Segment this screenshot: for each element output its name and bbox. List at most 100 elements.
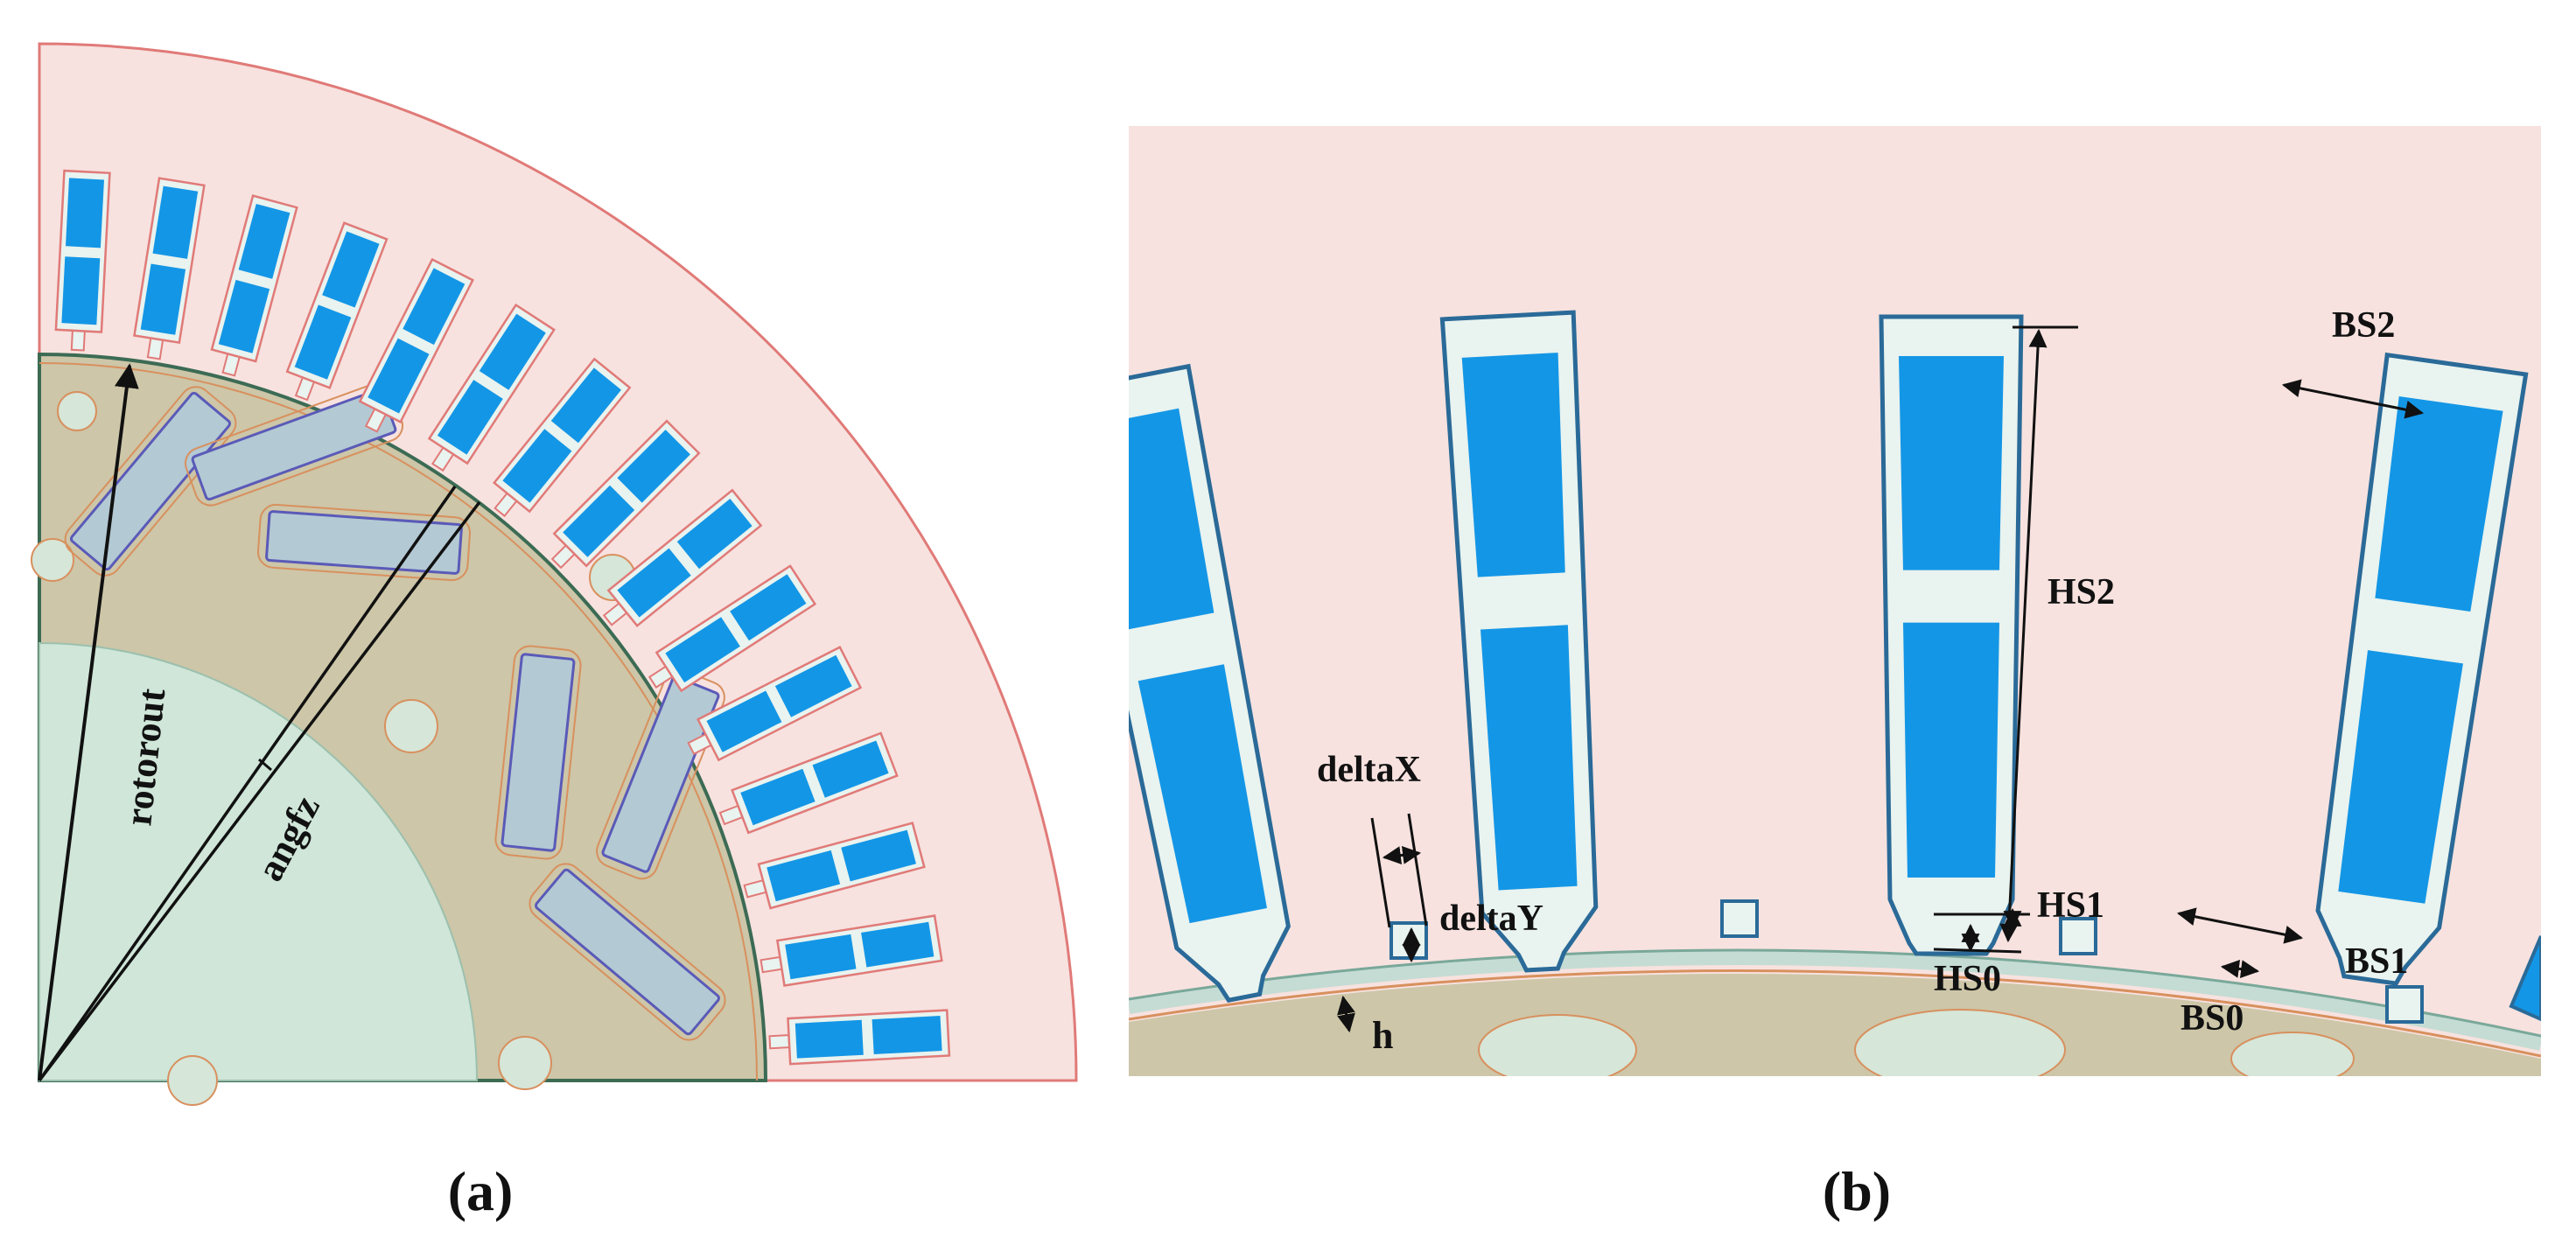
rotor-duct <box>498 1036 552 1090</box>
coil-lower <box>794 1019 864 1059</box>
rotor-duct <box>2230 1032 2355 1076</box>
h-label: h <box>1372 1014 1393 1057</box>
bs0-label: BS0 <box>2180 998 2244 1039</box>
coil-upper <box>730 574 807 641</box>
permanent-magnet <box>601 675 720 873</box>
coil-lower <box>740 768 816 826</box>
stator-slot <box>768 1009 951 1066</box>
slot-opening <box>760 955 783 974</box>
caption-b: (b) <box>1823 1160 1891 1222</box>
coil-lower <box>766 850 841 902</box>
stator-slots <box>54 169 951 1066</box>
coil-upper <box>402 268 466 346</box>
bs1-label: BS1 <box>2345 941 2408 982</box>
rotor-duct <box>384 699 438 753</box>
hs2-dimension <box>1999 328 2048 943</box>
coil-lower <box>785 934 857 980</box>
slot-opening <box>768 1034 791 1050</box>
panel-b-dimension-lines <box>1337 325 2425 1033</box>
panel-a-dimension-lines <box>38 363 481 1082</box>
coil-lower <box>617 548 691 618</box>
bs1-dimension <box>2176 907 2304 944</box>
rotor-duct <box>1854 1009 2066 1076</box>
coil-lower <box>1903 622 1999 878</box>
caption-a: (a) <box>448 1160 514 1222</box>
stator-slot <box>550 419 701 570</box>
angfz-ray-1 <box>38 485 457 1082</box>
stator-slot <box>493 357 632 518</box>
coil-upper <box>872 1016 942 1054</box>
slot-right-partial <box>2509 935 2541 1022</box>
permanent-magnet <box>535 868 720 1036</box>
coil-upper <box>66 178 104 248</box>
coil-lower <box>1138 664 1267 924</box>
slot-3 <box>2315 352 2529 986</box>
stator-slot <box>54 169 111 352</box>
rotor-duct <box>167 1055 218 1106</box>
deltax-extension-1 <box>1370 817 1391 928</box>
slot-1 <box>1439 310 1599 973</box>
bs2-dimension <box>2281 379 2425 419</box>
tooth-notch <box>1720 899 1759 938</box>
stator-slot <box>285 221 388 402</box>
slot-opening <box>146 337 164 360</box>
stator-slot <box>760 914 943 987</box>
stator-slot <box>718 731 899 835</box>
coil-lower <box>294 304 352 380</box>
stator-slot <box>648 564 817 693</box>
coil-lower <box>2338 650 2463 904</box>
bs2-label: BS2 <box>2332 305 2395 346</box>
stator-slot <box>687 646 863 762</box>
magnet-pocket <box>256 503 472 582</box>
h-dimension <box>1337 995 1355 1033</box>
slot-opening <box>70 329 86 352</box>
coil-lower <box>368 338 430 414</box>
coil-upper <box>479 313 546 390</box>
stator-bore-line <box>1129 948 2541 1038</box>
deltax-extension-2 <box>1407 813 1428 927</box>
rotor-surface <box>1129 948 2541 1076</box>
coil-upper <box>774 654 852 717</box>
rotor-duct <box>1478 1014 1637 1076</box>
permanent-magnet <box>265 510 463 575</box>
coil-upper <box>550 367 621 444</box>
angfz-ray-2 <box>38 500 481 1082</box>
bs0-dimension <box>2220 959 2260 979</box>
deltax-dimension <box>1382 845 1422 865</box>
rotorout-arrow <box>38 363 139 1081</box>
coil-lower <box>563 485 635 557</box>
air-gap-band <box>1129 949 2541 1051</box>
tooth-notch <box>2059 917 2097 955</box>
permanent-magnet <box>500 653 576 852</box>
tooth-notch <box>2385 985 2424 1024</box>
slot-2 <box>1879 314 2024 956</box>
stator-slot <box>427 303 556 472</box>
coil-upper <box>861 921 934 968</box>
slot-left-partial <box>1129 363 1291 1004</box>
panel-b-slot-detail: BS2 HS2 HS1 HS0 BS1 BS0 deltaX deltaY h <box>1129 126 2541 1076</box>
stator-slot <box>133 177 206 360</box>
coil-upper <box>841 829 916 882</box>
coil-lower <box>1480 625 1578 891</box>
rotor-edge-line <box>38 362 758 1081</box>
coil-lower <box>665 617 740 683</box>
deltay-label: deltaY <box>1439 899 1544 939</box>
angfz-arc <box>258 758 272 772</box>
coil-upper <box>1129 408 1214 630</box>
stator-slot <box>358 257 474 433</box>
coil-lower <box>140 263 186 335</box>
coil-upper <box>238 204 290 279</box>
stator-slot <box>743 822 926 910</box>
hs0-label: HS0 <box>1934 959 2001 999</box>
coil-upper <box>617 430 690 503</box>
magnet-pocket <box>64 386 237 577</box>
coil-lower <box>706 690 782 752</box>
stator-background <box>1129 126 2541 1076</box>
tooth-notch <box>1390 921 1428 960</box>
rotor-surface-line <box>1129 969 2541 1058</box>
coil-lower <box>61 256 101 325</box>
rotor-duct <box>31 538 74 582</box>
stator-slot <box>602 488 763 627</box>
hs1-label: HS1 <box>2037 885 2104 926</box>
